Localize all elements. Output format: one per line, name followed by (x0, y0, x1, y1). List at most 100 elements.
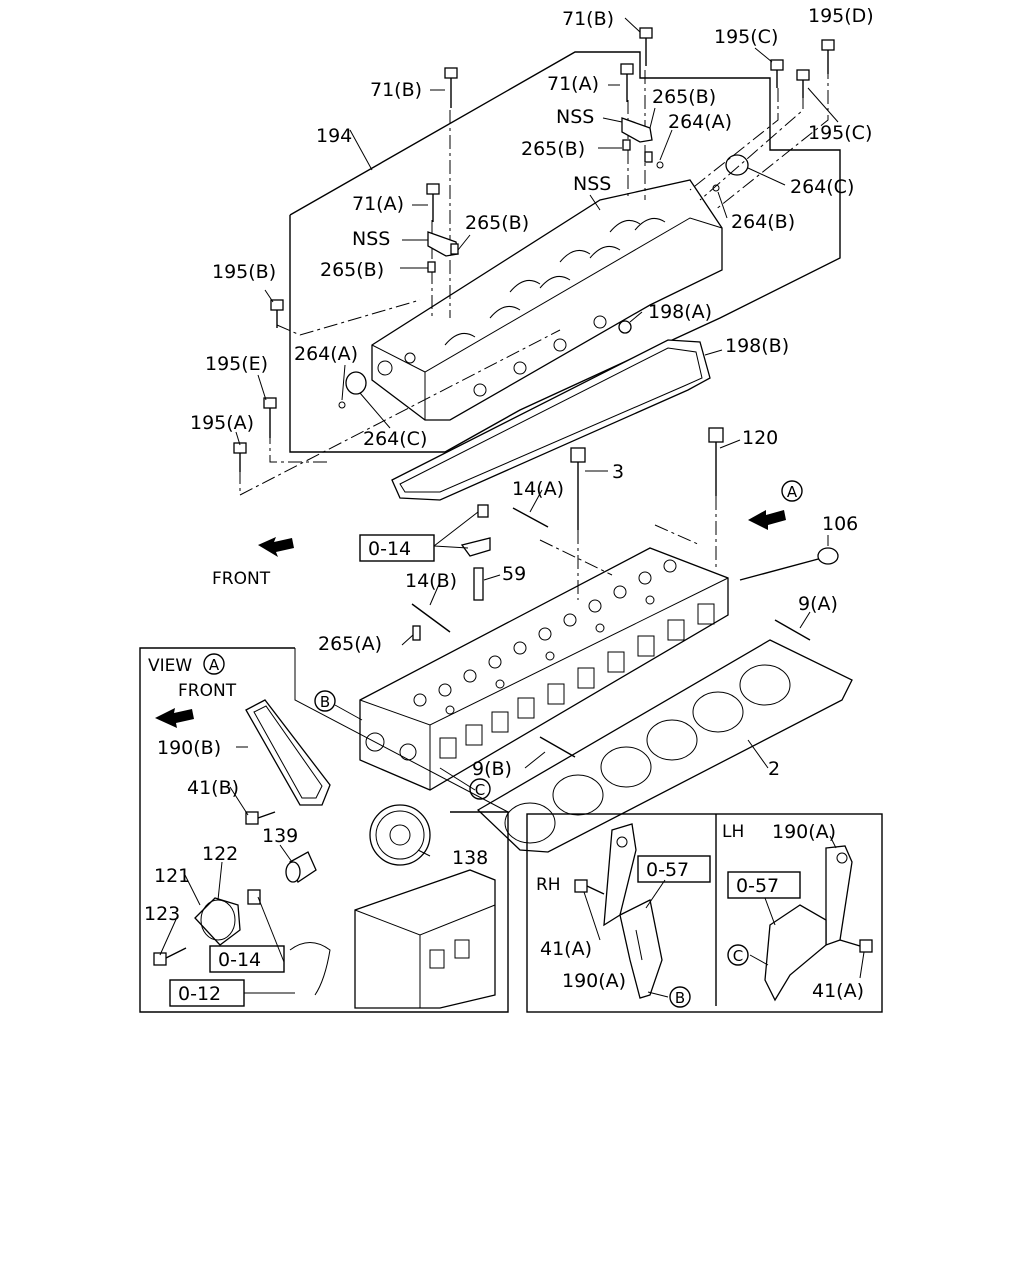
label-front-view: FRONT (178, 681, 237, 701)
bolt-71a-left (426, 183, 440, 222)
label-view: VIEW (148, 656, 192, 676)
ref-0-57-rh: 0-57 (646, 859, 689, 881)
nss-bracket-left (427, 231, 459, 273)
dowel-59 (473, 567, 484, 601)
label-123: 123 (144, 903, 180, 925)
bolt-195b (270, 299, 284, 328)
label-198a: 198(A) (648, 301, 712, 323)
leaders-rh-lh (583, 835, 865, 998)
head-ports (365, 603, 715, 761)
label-138: 138 (452, 847, 488, 869)
view-a-arrow (748, 510, 786, 530)
plug-264b (712, 184, 720, 192)
label-195e: 195(E) (205, 353, 268, 375)
front-arrow-main (258, 537, 294, 557)
ref-0-57-lh: 0-57 (736, 875, 779, 897)
bolt-195c-top (770, 59, 784, 88)
label-195c-top: 195(C) (714, 26, 778, 48)
bracket-190a-lh (764, 845, 873, 1002)
ref-circle-b-head: B (320, 693, 330, 711)
bolt-195c-right (796, 69, 810, 98)
label-265b-2: 265(B) (521, 138, 585, 160)
label-264c-top: 264(C) (790, 176, 854, 198)
label-9a: 9(A) (798, 593, 838, 615)
bolt-195d (821, 39, 835, 74)
circled-references: A A B C B C (203, 480, 803, 1008)
label-9b: 9(B) (472, 758, 512, 780)
label-nss-left: NSS (352, 228, 390, 250)
cover-gasket-198b (391, 339, 711, 501)
label-264a-top: 264(A) (668, 111, 732, 133)
head-valve-holes (413, 559, 677, 715)
label-3: 3 (612, 461, 624, 483)
label-71a-top: 71(A) (547, 73, 599, 95)
camshaft-carrier-group (233, 17, 841, 501)
ref-circle-c-head: C (475, 781, 485, 799)
rh-lh-inset (526, 813, 883, 1013)
label-nss-mid: NSS (573, 173, 611, 195)
label-264c-bot: 264(C) (363, 428, 427, 450)
view-a-inset (139, 647, 509, 1013)
bolt-195e (263, 397, 277, 438)
sensor-0-14-main (433, 504, 491, 557)
label-195d: 195(D) (808, 5, 874, 27)
label-190a-rh: 190(A) (562, 970, 626, 992)
leaders-head (334, 439, 829, 791)
label-195a: 195(A) (190, 412, 254, 434)
boxed-references: 0-14 0-14 0-12 0-57 0-57 (169, 534, 801, 1007)
cover-121-122 (194, 889, 261, 946)
label-121: 121 (154, 865, 190, 887)
label-195b: 195(B) (212, 261, 276, 283)
stud-9b (539, 736, 576, 758)
dowel-265a (412, 625, 421, 641)
bolt-123 (153, 947, 187, 966)
bolt-120 (708, 427, 724, 496)
label-nss-top: NSS (556, 106, 594, 128)
ref-0-12: 0-12 (178, 983, 221, 1005)
seal-264c-left (345, 371, 367, 395)
cover-190b (245, 699, 331, 806)
label-265b-3: 265(B) (465, 212, 529, 234)
plug-198a (618, 320, 632, 334)
label-139: 139 (262, 825, 298, 847)
stud-9a (774, 619, 811, 641)
label-106: 106 (822, 513, 858, 535)
ref-circle-a-main: A (787, 483, 798, 501)
label-195c-right: 195(C) (808, 122, 872, 144)
label-265b-4: 265(B) (320, 259, 384, 281)
glow-plug-106 (739, 547, 839, 581)
ref-circle-c-lh: C (733, 947, 743, 965)
nss-bracket-top (621, 117, 653, 163)
bolt-71b-top (639, 27, 653, 66)
label-71b-left: 71(B) (370, 79, 422, 101)
label-190a-lh: 190(A) (772, 821, 836, 843)
label-14a: 14(A) (512, 478, 564, 500)
label-lh: LH (722, 822, 744, 842)
label-264b: 264(B) (731, 211, 795, 233)
label-71a-left: 71(A) (352, 193, 404, 215)
head-gasket (476, 639, 853, 853)
part-labels: 71(B) 195(D) 195(C) 71(B) 71(A) 265(B) N… (144, 5, 874, 1002)
gasket-bores (504, 664, 791, 844)
bushing-139 (285, 851, 317, 883)
stud-14a (512, 507, 549, 528)
bolt-3 (570, 447, 586, 530)
bolt-71b-left (444, 67, 458, 108)
seal-264c-top (725, 154, 749, 176)
label-265b-top: 265(B) (652, 86, 716, 108)
stud-14b (411, 603, 451, 633)
label-41a-rh: 41(A) (540, 938, 592, 960)
label-59: 59 (502, 563, 526, 585)
label-265a: 265(A) (318, 633, 382, 655)
gear-138 (369, 804, 431, 866)
carrier-saddles (377, 217, 666, 397)
label-41b: 41(B) (187, 777, 239, 799)
bolt-71a-top (620, 63, 634, 102)
cylinder-head-group (258, 427, 853, 853)
bolt-195a (233, 442, 247, 472)
label-41a-lh: 41(A) (812, 980, 864, 1002)
label-264a-left: 264(A) (294, 343, 358, 365)
ref-circle-a-view: A (209, 656, 220, 674)
label-198b: 198(B) (725, 335, 789, 357)
